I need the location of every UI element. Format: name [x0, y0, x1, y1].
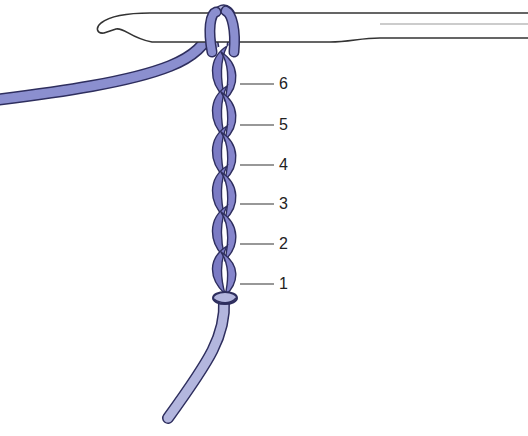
- hook-loop-front: [210, 11, 235, 52]
- callout-number: 3: [279, 196, 288, 212]
- leader-line: [240, 83, 274, 84]
- hook-grip-line: [380, 24, 528, 25]
- leader-line: [240, 243, 274, 244]
- chain-stitch-left: [212, 246, 227, 294]
- yarn-tail: [168, 300, 224, 418]
- callout-number: 5: [279, 117, 288, 133]
- yarn-tail-outline: [168, 300, 224, 418]
- leader-line: [240, 164, 274, 165]
- callout-number: 2: [279, 236, 288, 252]
- callout-number: 4: [279, 157, 288, 173]
- crochet-hook: [97, 13, 528, 42]
- leader-line: [240, 124, 274, 125]
- slip-knot-detail: [214, 298, 236, 303]
- callout-number: 1: [279, 276, 288, 292]
- hook-loop-front-outline: [210, 11, 235, 52]
- leader-line: [240, 283, 274, 284]
- chain-stitch-right: [221, 252, 236, 296]
- leader-line: [240, 203, 274, 204]
- chain-stitches: [212, 46, 235, 296]
- callout-number: 6: [279, 76, 288, 92]
- slip-knot: [213, 292, 237, 304]
- leader-lines: [240, 84, 274, 284]
